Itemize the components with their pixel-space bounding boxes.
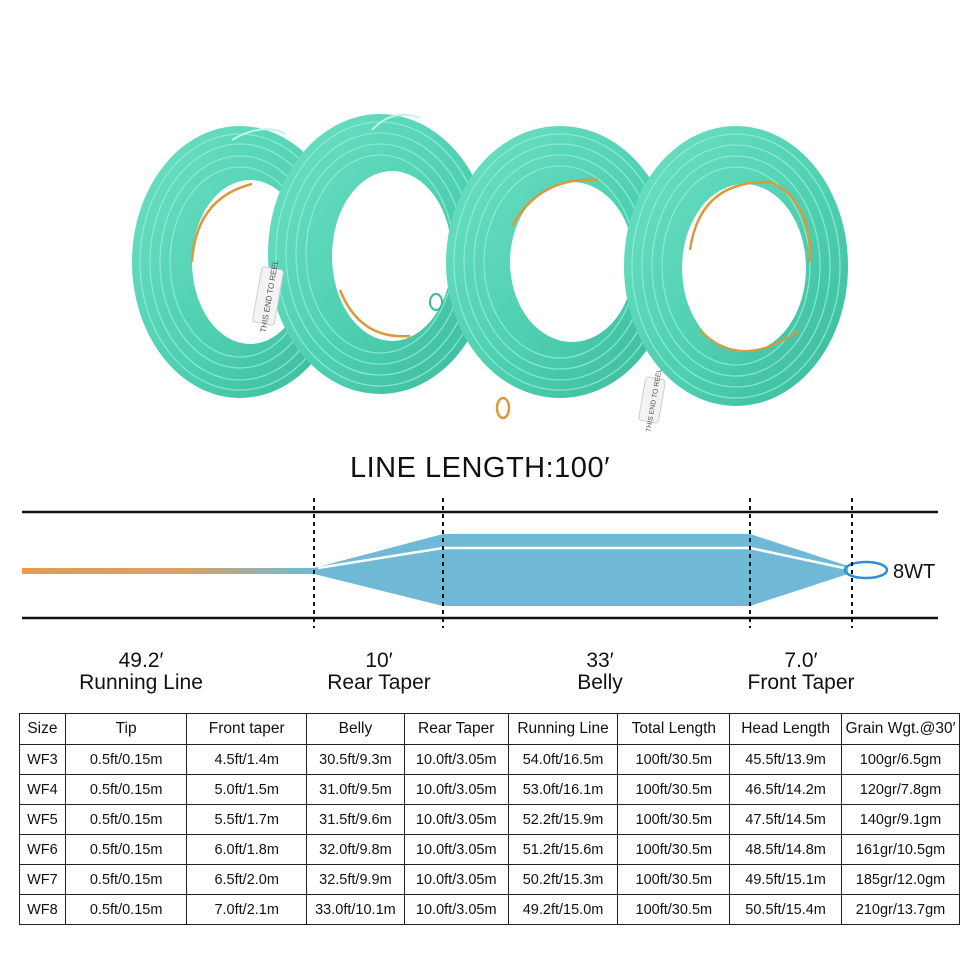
table-header-row: Size Tip Front taper Belly Rear Taper Ru… — [19, 713, 960, 745]
table-cell: 10.0ft/3.05m — [403, 834, 509, 865]
table-cell: WF4 — [19, 774, 66, 805]
table-row: WF3 0.5ft/0.15m 4.5ft/1.4m 30.5ft/9.3m 1… — [19, 744, 960, 775]
segment-length: 49.2′ — [118, 649, 164, 672]
table-cell: 5.5ft/1.7m — [186, 804, 307, 835]
table-row: WF4 0.5ft/0.15m 5.0ft/1.5m 31.0ft/9.5m 1… — [19, 774, 960, 805]
table-cell: 0.5ft/0.15m — [64, 744, 188, 775]
segment-length: 10′ — [365, 649, 393, 672]
table-cell: 0.5ft/0.15m — [64, 804, 188, 835]
column-header: Tip — [64, 713, 188, 745]
column-header: Grain Wgt.@30′ — [840, 713, 960, 745]
table-row: WF6 0.5ft/0.15m 6.0ft/1.8m 32.0ft/9.8m 1… — [19, 834, 960, 865]
table-row: WF5 0.5ft/0.15m 5.5ft/1.7m 31.5ft/9.6m 1… — [19, 804, 960, 835]
table-cell: 10.0ft/3.05m — [403, 804, 509, 835]
table-cell: 31.5ft/9.6m — [306, 804, 405, 835]
running-line-segment — [22, 568, 314, 574]
segment-length: 33′ — [586, 649, 614, 672]
column-header: Total Length — [617, 713, 731, 745]
table-row: WF7 0.5ft/0.15m 6.5ft/2.0m 32.5ft/9.9m 1… — [19, 864, 960, 895]
table-cell: 0.5ft/0.15m — [64, 774, 188, 805]
column-header: Running Line — [507, 713, 619, 745]
head-profile — [314, 534, 848, 606]
table-cell: 51.2ft/15.6m — [507, 834, 619, 865]
table-cell: 0.5ft/0.15m — [64, 864, 188, 895]
table-cell: 46.5ft/14.2m — [729, 774, 842, 805]
segment-name: Front Taper — [747, 671, 855, 694]
table-cell: 45.5ft/13.9m — [729, 744, 842, 775]
table-cell: 161gr/10.5gm — [840, 834, 960, 865]
coil-4: THIS END TO REEL — [624, 126, 848, 433]
table-cell: 100gr/6.5gm — [840, 744, 960, 775]
table-cell: 210gr/13.7gm — [840, 894, 960, 925]
segment-running-line: 49.2′ Running Line — [66, 650, 216, 694]
table-cell: 30.5ft/9.3m — [306, 744, 405, 775]
table-cell: 10.0ft/3.05m — [403, 744, 509, 775]
table-cell: WF5 — [19, 804, 66, 835]
coil-2: THIS END TO REEL — [252, 114, 492, 394]
table-cell: 48.5ft/14.8m — [729, 834, 842, 865]
table-cell: 53.0ft/16.1m — [507, 774, 619, 805]
table-cell: 120gr/7.8gm — [840, 774, 960, 805]
segment-name: Running Line — [79, 671, 203, 694]
column-header: Head Length — [729, 713, 842, 745]
table-cell: WF8 — [19, 894, 66, 925]
table-row: WF8 0.5ft/0.15m 7.0ft/2.1m 33.0ft/10.1m … — [19, 894, 960, 925]
segment-front-taper: 7.0′ Front Taper — [730, 650, 872, 694]
segment-rear-taper: 10′ Rear Taper — [318, 650, 440, 694]
table-cell: 49.5ft/15.1m — [729, 864, 842, 895]
column-header: Front taper — [186, 713, 307, 745]
welded-loop-icon — [843, 560, 889, 580]
segment-name: Belly — [577, 671, 623, 694]
table-cell: 50.2ft/15.3m — [507, 864, 619, 895]
table-cell: WF6 — [19, 834, 66, 865]
table-cell: 10.0ft/3.05m — [403, 774, 509, 805]
segment-belly: 33′ Belly — [540, 650, 660, 694]
head-highlight — [317, 546, 845, 570]
line-length-title: LINE LENGTH:100′ — [349, 452, 611, 484]
table-cell: 0.5ft/0.15m — [64, 834, 188, 865]
table-cell: WF3 — [19, 744, 66, 775]
table-cell: 185gr/12.0gm — [840, 864, 960, 895]
table-cell: 100ft/30.5m — [617, 804, 731, 835]
table-cell: 6.0ft/1.8m — [186, 834, 307, 865]
segment-length: 7.0′ — [784, 649, 818, 672]
table-cell: 100ft/30.5m — [617, 864, 731, 895]
fly-line-coils-photo: THIS END TO REEL THIS END TO REEL — [132, 114, 848, 433]
table-cell: 10.0ft/3.05m — [403, 864, 509, 895]
table-cell: 50.5ft/15.4m — [729, 894, 842, 925]
table-cell: 54.0ft/16.5m — [507, 744, 619, 775]
table-cell: 100ft/30.5m — [617, 744, 731, 775]
coil-3 — [429, 126, 674, 420]
column-header: Belly — [306, 713, 405, 745]
table-cell: 140gr/9.1gm — [840, 804, 960, 835]
table-cell: 47.5ft/14.5m — [729, 804, 842, 835]
table-cell: 4.5ft/1.4m — [186, 744, 307, 775]
segment-name: Rear Taper — [327, 671, 431, 694]
table-cell: 5.0ft/1.5m — [186, 774, 307, 805]
table-cell: 33.0ft/10.1m — [306, 894, 405, 925]
table-cell: WF7 — [19, 864, 66, 895]
spec-table: Size Tip Front taper Belly Rear Taper Ru… — [19, 713, 960, 925]
table-cell: 32.0ft/9.8m — [306, 834, 405, 865]
table-cell: 100ft/30.5m — [617, 774, 731, 805]
column-header: Rear Taper — [403, 713, 509, 745]
taper-diagram — [22, 498, 938, 628]
column-header: Size — [19, 713, 66, 745]
table-cell: 49.2ft/15.0m — [507, 894, 619, 925]
table-cell: 32.5ft/9.9m — [306, 864, 405, 895]
table-cell: 52.2ft/15.9m — [507, 804, 619, 835]
table-cell: 6.5ft/2.0m — [186, 864, 307, 895]
table-cell: 0.5ft/0.15m — [64, 894, 188, 925]
line-weight-label: 8WT — [893, 561, 936, 583]
table-cell: 7.0ft/2.1m — [186, 894, 307, 925]
table-cell: 31.0ft/9.5m — [306, 774, 405, 805]
table-cell: 100ft/30.5m — [617, 834, 731, 865]
table-cell: 100ft/30.5m — [617, 894, 731, 925]
table-cell: 10.0ft/3.05m — [403, 894, 509, 925]
